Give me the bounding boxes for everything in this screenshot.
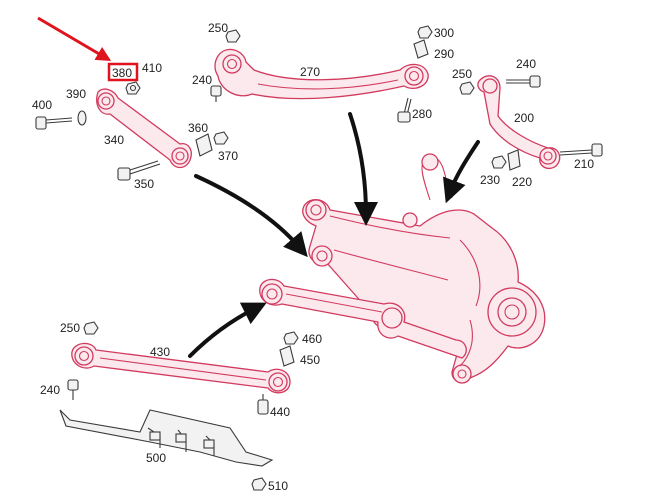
callout-230: 230 [480, 173, 500, 187]
callout-300: 300 [434, 26, 454, 40]
nut-510 [251, 477, 267, 491]
washer-220 [507, 149, 521, 171]
callout-220: 220 [512, 175, 532, 189]
callout-250-left: 250 [60, 321, 80, 335]
callout-290: 290 [434, 47, 454, 61]
washer-360 [195, 133, 213, 157]
control-arm-340 [96, 88, 192, 169]
bolt-210 [559, 143, 603, 157]
callout-410: 410 [142, 61, 162, 75]
callout-510: 510 [268, 479, 288, 493]
callout-370: 370 [218, 149, 238, 163]
callout-460: 460 [302, 332, 322, 346]
control-arm-270 [214, 48, 429, 100]
callout-400: 400 [32, 98, 52, 112]
callout-390: 390 [66, 87, 86, 101]
callout-430: 430 [150, 345, 170, 359]
wheel-carrier-assembly [302, 153, 546, 384]
nut-410 [125, 81, 141, 95]
nut-460 [283, 331, 299, 345]
control-arm-200 [477, 75, 561, 170]
callout-250-top: 250 [208, 21, 228, 35]
flow-arrow-270 [348, 112, 378, 226]
nut-250-left [83, 321, 99, 335]
callout-350: 350 [134, 177, 154, 191]
nut-300 [417, 25, 433, 39]
bolt-240-top [210, 85, 222, 102]
bolt-400 [35, 116, 73, 130]
callout-240-top: 240 [192, 73, 212, 87]
washer-450 [279, 345, 295, 367]
nut-370 [213, 131, 229, 145]
callout-440: 440 [270, 405, 290, 419]
callout-240-right: 240 [516, 57, 536, 71]
lower-control-arm [259, 278, 467, 359]
nut-250-right [459, 81, 475, 95]
bolt-240-right [506, 75, 541, 88]
washer-390 [77, 110, 87, 126]
bolt-240-left [67, 379, 79, 400]
callout-500: 500 [146, 451, 166, 465]
bolt-440 [257, 394, 269, 415]
callout-360: 360 [188, 121, 208, 135]
control-arm-430 [71, 342, 291, 394]
callout-200: 200 [514, 111, 534, 125]
callout-270: 270 [300, 65, 320, 79]
flow-arrow-200 [442, 140, 480, 204]
callout-210: 210 [574, 157, 594, 171]
callout-450: 450 [300, 353, 320, 367]
pointer-arrow [37, 16, 112, 62]
bolt-350 [117, 160, 161, 181]
bolt-280 [397, 97, 412, 123]
callout-380: 380 [112, 66, 132, 80]
flow-arrow-430 [188, 302, 267, 358]
callout-340: 340 [104, 133, 124, 147]
underbody-cover-500 [59, 409, 274, 467]
nut-250-top [225, 29, 241, 43]
callout-240-left: 240 [40, 383, 60, 397]
callout-250-right: 250 [452, 67, 472, 81]
nut-230 [491, 155, 507, 169]
highlight-box-380 [107, 62, 139, 82]
washer-290 [413, 39, 429, 59]
flow-arrow-340 [194, 174, 308, 258]
callout-280: 280 [412, 107, 432, 121]
